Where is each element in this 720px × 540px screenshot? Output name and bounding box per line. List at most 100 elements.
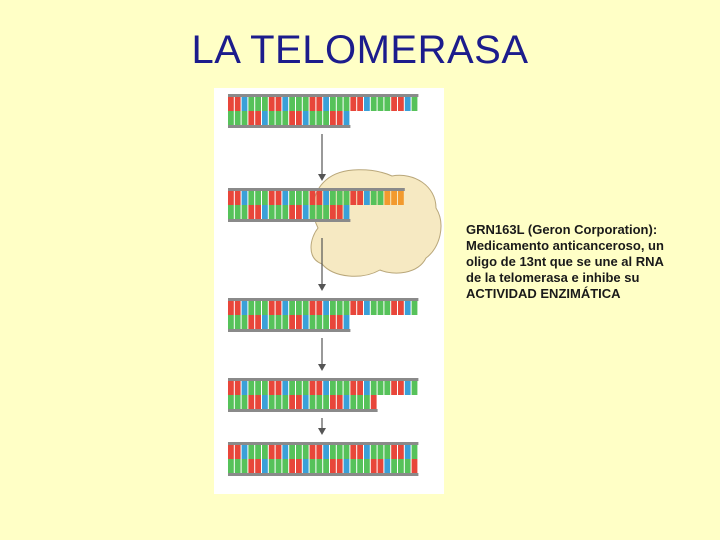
base-top — [343, 445, 350, 459]
base-bottom — [343, 111, 350, 125]
base-bottom — [316, 315, 323, 329]
base-bottom — [268, 459, 275, 473]
base-top — [309, 301, 316, 315]
base-top — [234, 301, 241, 315]
base-bottom — [268, 395, 275, 409]
base-bottom — [248, 205, 255, 219]
strand-top — [228, 188, 405, 191]
base-top — [275, 301, 282, 315]
base-top — [248, 97, 255, 111]
base-bottom — [343, 459, 350, 473]
base-bottom — [241, 205, 248, 219]
base-bottom — [316, 395, 323, 409]
base-top — [302, 381, 309, 395]
telomerase-diagram-svg — [228, 94, 442, 476]
base-top — [336, 97, 343, 111]
caption-line-2: Medicamento anticanceroso, un — [466, 238, 664, 253]
caption-line-4: de la telomerasa e inhibe su — [466, 270, 640, 285]
base-bottom — [255, 111, 261, 125]
base-bottom — [262, 315, 268, 329]
base-top — [411, 381, 418, 395]
base-bottom — [275, 459, 282, 473]
base-bottom — [330, 315, 336, 329]
base-bottom — [275, 111, 282, 125]
base-top — [228, 381, 234, 395]
base-top — [330, 301, 336, 315]
base-top — [330, 445, 336, 459]
base-top — [330, 191, 336, 205]
base-top — [336, 191, 343, 205]
base-bottom — [336, 315, 343, 329]
base-top — [350, 445, 357, 459]
dna-row — [228, 378, 419, 412]
telomerase-enzyme-shape — [310, 169, 442, 277]
base-bottom — [296, 111, 302, 125]
base-bottom — [323, 459, 329, 473]
base-top — [248, 301, 255, 315]
base-top — [404, 445, 411, 459]
base-bottom — [384, 459, 391, 473]
base-bottom — [255, 315, 261, 329]
base-top — [302, 445, 309, 459]
base-bottom — [323, 205, 329, 219]
base-bottom — [309, 395, 316, 409]
base-top — [357, 301, 363, 315]
base-top — [309, 445, 316, 459]
base-top — [241, 445, 248, 459]
base-top — [370, 97, 377, 111]
base-bottom — [262, 395, 268, 409]
base-bottom — [228, 459, 234, 473]
base-top — [377, 301, 384, 315]
base-bottom — [302, 395, 309, 409]
base-top — [323, 445, 329, 459]
base-bottom — [309, 459, 316, 473]
base-top — [323, 301, 329, 315]
base-top — [302, 301, 309, 315]
dna-row — [228, 188, 405, 222]
base-top — [391, 445, 397, 459]
base-bottom — [296, 205, 302, 219]
base-top — [350, 301, 357, 315]
base-top — [289, 301, 295, 315]
base-bottom — [248, 315, 255, 329]
base-bottom — [289, 111, 295, 125]
dna-row — [228, 298, 419, 332]
drug-description: GRN163L (Geron Corporation): Medicamento… — [466, 222, 696, 302]
base-top — [316, 301, 323, 315]
base-bottom — [234, 205, 241, 219]
base-top — [336, 381, 343, 395]
base-top — [357, 191, 363, 205]
base-top — [275, 381, 282, 395]
base-top — [282, 97, 289, 111]
base-top — [316, 445, 323, 459]
step-arrow-head — [318, 428, 326, 435]
base-top — [357, 97, 363, 111]
step-arrow-head — [318, 284, 326, 291]
base-bottom — [248, 111, 255, 125]
base-top — [262, 381, 268, 395]
base-bottom — [323, 395, 329, 409]
base-bottom — [228, 315, 234, 329]
base-bottom — [268, 205, 275, 219]
base-top — [296, 381, 302, 395]
base-bottom — [350, 395, 357, 409]
base-top — [377, 445, 384, 459]
base-top — [384, 381, 391, 395]
base-bottom — [302, 315, 309, 329]
base-bottom — [228, 395, 234, 409]
base-top — [262, 445, 268, 459]
base-bottom — [255, 205, 261, 219]
base-top — [364, 445, 370, 459]
base-top — [357, 381, 363, 395]
base-bottom — [316, 459, 323, 473]
base-top — [275, 97, 282, 111]
base-top — [268, 445, 275, 459]
base-top — [309, 97, 316, 111]
base-top — [296, 445, 302, 459]
caption-line-5: ACTIVIDAD ENZIMÁTICA — [466, 286, 621, 301]
base-bottom — [411, 459, 418, 473]
base-top — [309, 381, 316, 395]
base-top — [398, 301, 404, 315]
base-bottom — [282, 395, 289, 409]
base-top — [234, 381, 241, 395]
